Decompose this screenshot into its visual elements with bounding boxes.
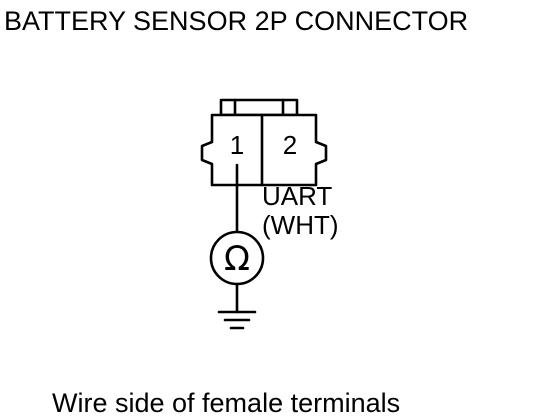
diagram-caption: Wire side of female terminals: [52, 388, 400, 418]
connector-housing: [200, 113, 328, 187]
diagram-title: BATTERY SENSOR 2P CONNECTOR: [4, 6, 468, 36]
ground-icon: [217, 310, 257, 330]
ohm-symbol: Ω: [224, 239, 250, 279]
connector-2p: 1 2: [200, 98, 328, 187]
pin-2-label: 2: [283, 130, 297, 160]
wire-color-label: (WHT): [262, 210, 339, 240]
wire-name-label: UART: [262, 181, 332, 211]
connector-lock-tab: [219, 98, 299, 117]
ohmmeter-icon: Ω: [209, 230, 265, 286]
pin-1-label: 1: [230, 130, 244, 160]
